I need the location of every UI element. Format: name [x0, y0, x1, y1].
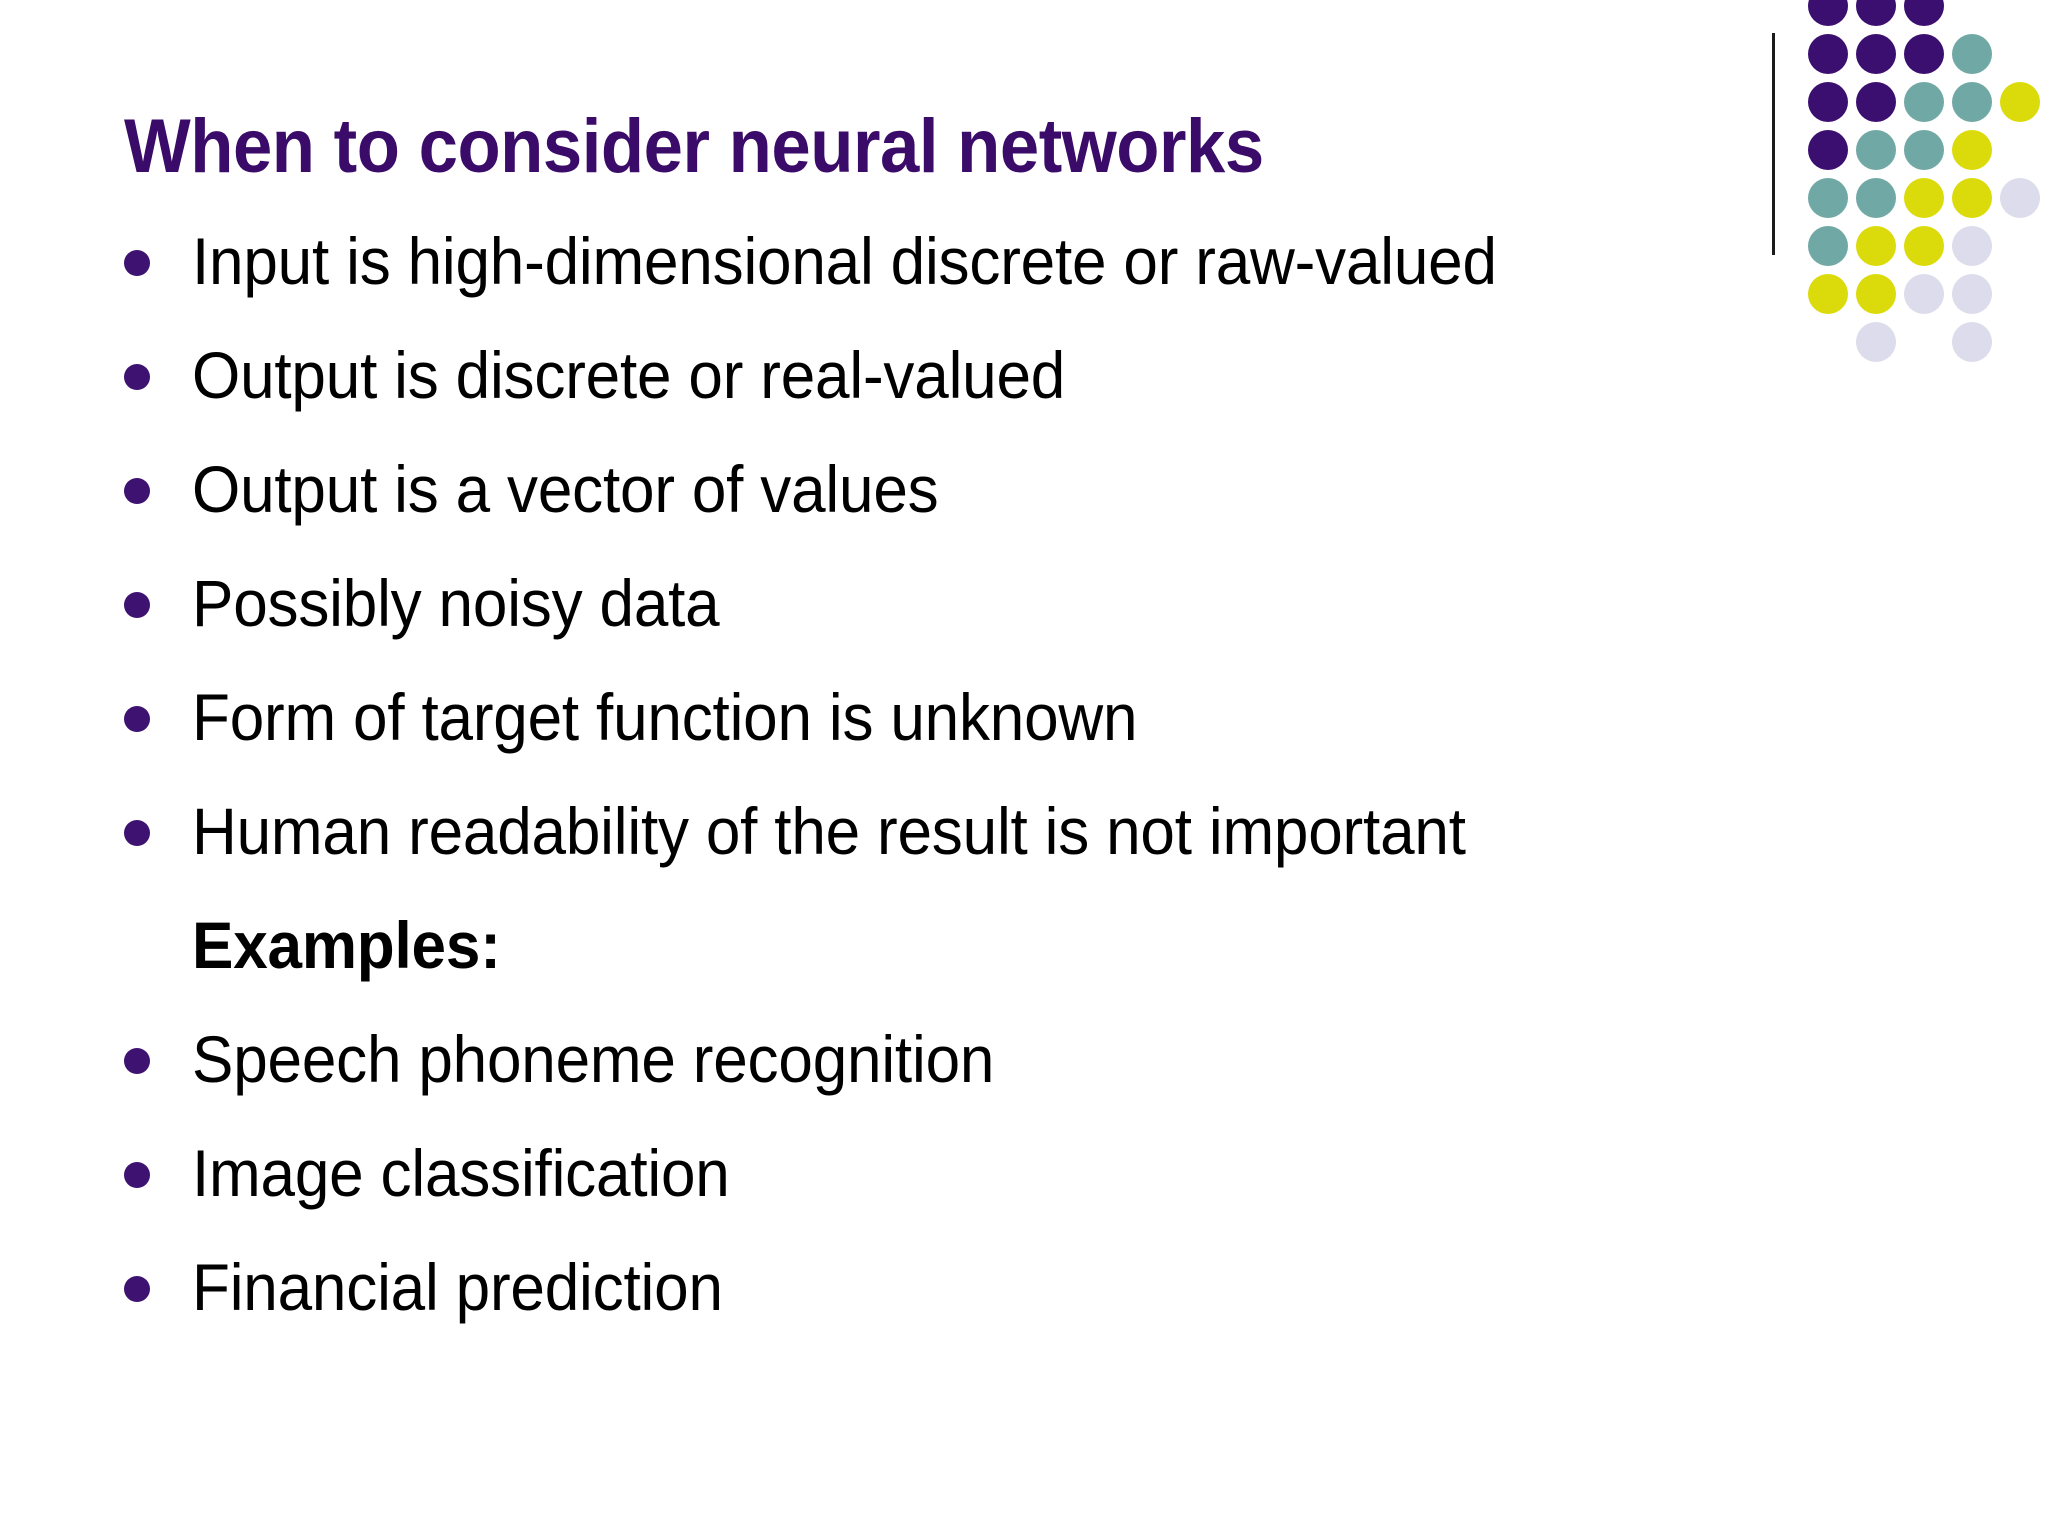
- list-item: Form of target function is unknown: [124, 684, 1954, 772]
- decor-dot-yellow: [1904, 226, 1944, 266]
- bullet-marker: [124, 228, 192, 276]
- decor-dot-yellow: [1904, 178, 1944, 218]
- bullet-marker: [124, 1140, 192, 1188]
- decor-dot-purple: [1904, 34, 1944, 74]
- bullet-list: Input is high-dimensional discrete or ra…: [124, 228, 1954, 1368]
- decor-dot-teal: [1904, 82, 1944, 122]
- decor-dot-teal: [1952, 82, 1992, 122]
- bullet-marker: [124, 798, 192, 846]
- decor-dot-yellow: [1856, 274, 1896, 314]
- list-item: Financial prediction: [124, 1254, 1954, 1342]
- decor-dot-lavender: [1952, 226, 1992, 266]
- decor-dot-teal: [1808, 226, 1848, 266]
- section-heading: Examples:: [124, 912, 1954, 1000]
- dot-grid: [1808, 0, 2048, 362]
- bullet-dot-icon: [124, 1162, 150, 1188]
- decor-dot-teal: [1856, 178, 1896, 218]
- bullet-dot-hidden: [124, 934, 150, 960]
- decor-dot-purple: [1808, 0, 1848, 26]
- decor-dot-yellow: [1856, 226, 1896, 266]
- list-item-label: Image classification: [192, 1136, 730, 1210]
- decor-dot-teal: [1808, 178, 1848, 218]
- decor-dot-lavender: [1952, 274, 1992, 314]
- bullet-dot-icon: [124, 706, 150, 732]
- bullet-dot-icon: [124, 364, 150, 390]
- bullet-marker: [124, 456, 192, 504]
- decor-dot-lavender: [1904, 274, 1944, 314]
- vertical-divider-line: [1772, 33, 1775, 255]
- list-item-label: Input is high-dimensional discrete or ra…: [192, 224, 1497, 298]
- list-item: Input is high-dimensional discrete or ra…: [124, 228, 1954, 316]
- decor-dot-teal: [1952, 34, 1992, 74]
- decor-dot-teal: [1856, 130, 1896, 170]
- list-item-label: Financial prediction: [192, 1250, 723, 1324]
- decor-dot-yellow: [1808, 274, 1848, 314]
- decor-dot-purple: [1808, 34, 1848, 74]
- list-item-label: Possibly noisy data: [192, 566, 720, 640]
- decor-dot-lavender: [1952, 322, 1992, 362]
- list-item-label: Form of target function is unknown: [192, 680, 1138, 754]
- decor-dot-purple: [1856, 34, 1896, 74]
- list-item-label: Speech phoneme recognition: [192, 1022, 995, 1096]
- list-item-label: Output is discrete or real-valued: [192, 338, 1066, 412]
- decor-dot-yellow: [2000, 82, 2040, 122]
- bullet-dot-icon: [124, 250, 150, 276]
- decor-dot-purple: [1808, 130, 1848, 170]
- list-item: Speech phoneme recognition: [124, 1026, 1954, 1114]
- bullet-dot-icon: [124, 592, 150, 618]
- bullet-marker: [124, 570, 192, 618]
- list-item-label: Output is a vector of values: [192, 452, 939, 526]
- list-item-label: Human readability of the result is not i…: [192, 794, 1466, 868]
- no-bullet-spacer: [124, 912, 192, 960]
- bullet-dot-icon: [124, 820, 150, 846]
- list-item-label: Examples:: [192, 908, 501, 982]
- slide-title: When to consider neural networks: [124, 103, 1264, 189]
- list-item: Output is a vector of values: [124, 456, 1954, 544]
- list-item: Output is discrete or real-valued: [124, 342, 1954, 430]
- bullet-marker: [124, 684, 192, 732]
- bullet-marker: [124, 1254, 192, 1302]
- decor-dot-purple: [1808, 82, 1848, 122]
- list-item: Image classification: [124, 1140, 1954, 1228]
- list-item: Human readability of the result is not i…: [124, 798, 1954, 886]
- decor-dot-yellow: [1952, 130, 1992, 170]
- bullet-dot-icon: [124, 478, 150, 504]
- decor-dot-lavender: [2000, 178, 2040, 218]
- bullet-marker: [124, 342, 192, 390]
- list-item: Possibly noisy data: [124, 570, 1954, 658]
- bullet-dot-icon: [124, 1048, 150, 1074]
- decor-dot-purple: [1856, 0, 1896, 26]
- decor-dot-yellow: [1952, 178, 1992, 218]
- decor-dot-teal: [1904, 130, 1944, 170]
- bullet-marker: [124, 1026, 192, 1074]
- decorative-dot-matrix: [1772, 0, 2048, 362]
- decor-dot-purple: [1856, 82, 1896, 122]
- bullet-dot-icon: [124, 1276, 150, 1302]
- decor-dot-purple: [1904, 0, 1944, 26]
- decor-dot-lavender: [1856, 322, 1896, 362]
